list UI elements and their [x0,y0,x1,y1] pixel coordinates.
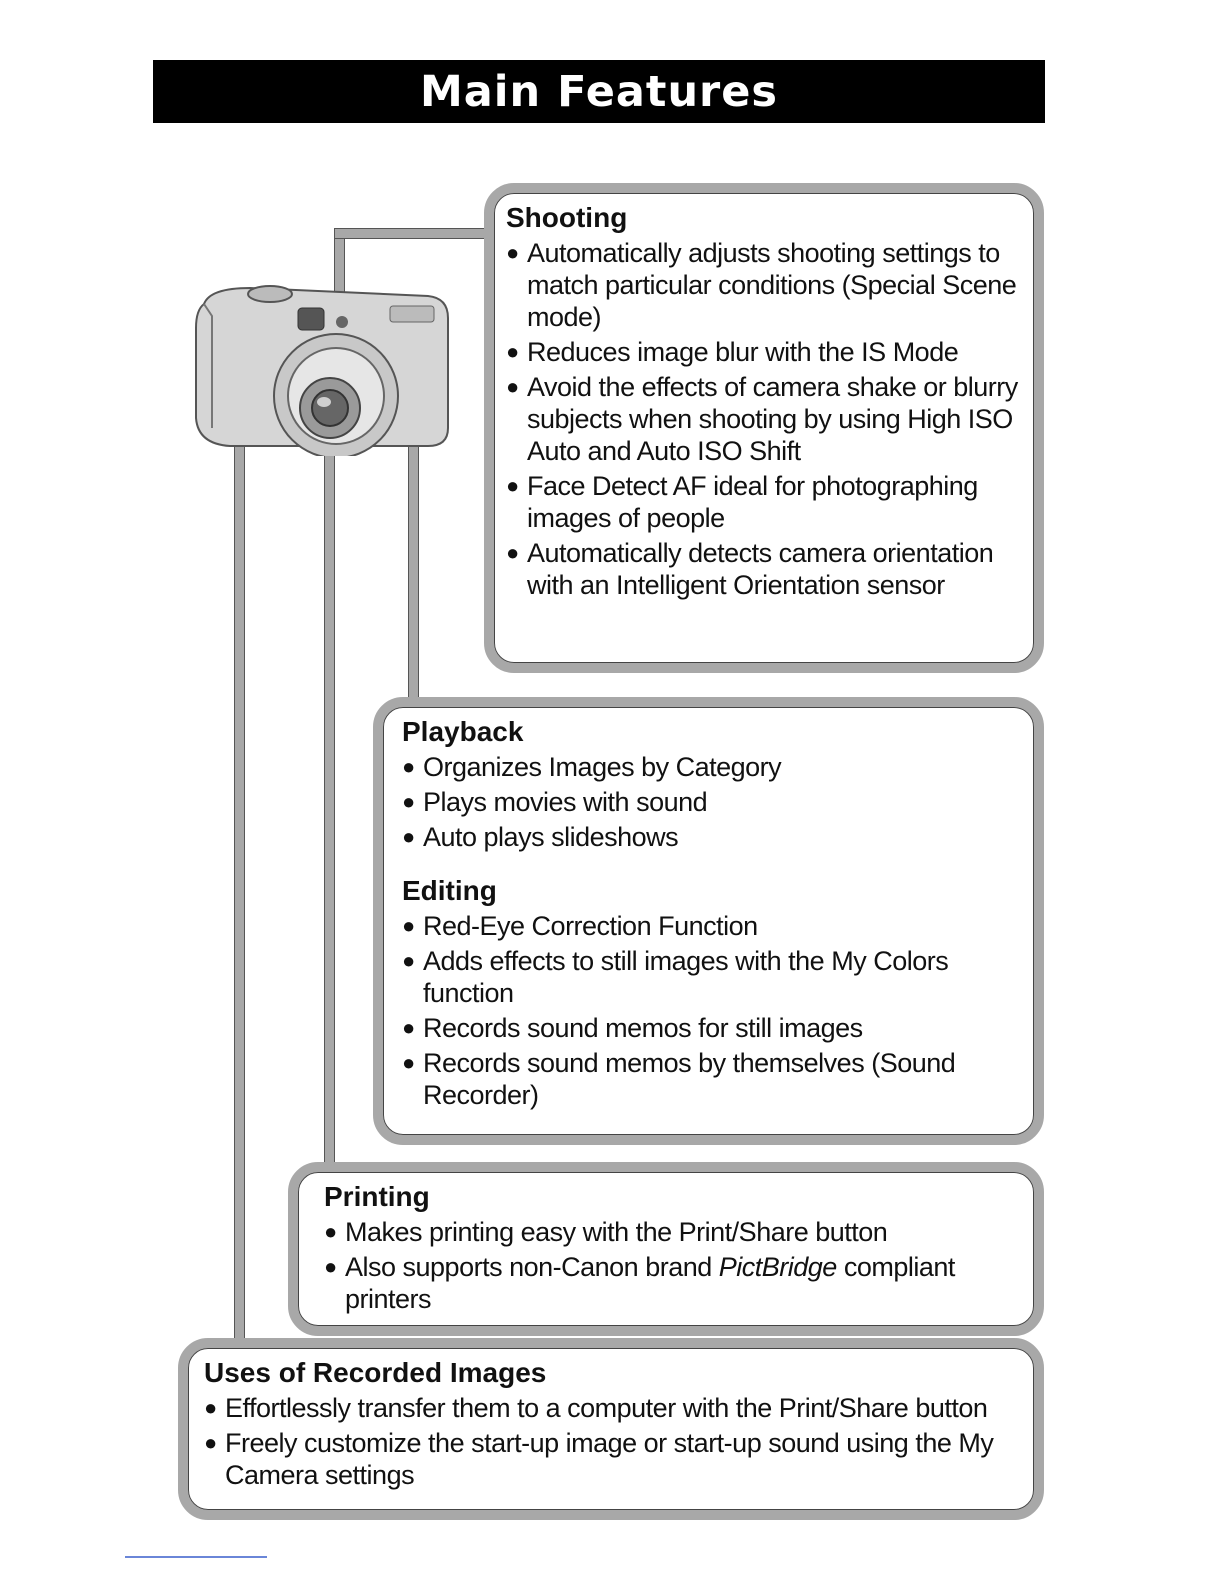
uses-heading: Uses of Recorded Images [204,1357,547,1388]
list-item: Avoid the effects of camera shake or blu… [506,371,1020,467]
shooting-box: Shooting Automatically adjusts shooting … [484,183,1044,673]
uses-list: Effortlessly transfer them to a computer… [204,1392,1020,1491]
pictbridge-italic: PictBridge [718,1252,838,1282]
list-item: Reduces image blur with the IS Mode [506,336,1020,368]
list-item: Records sound memos by themselves (Sound… [402,1047,1020,1111]
list-item: Organizes Images by Category [402,751,1020,783]
list-item: Red-Eye Correction Function [402,910,1020,942]
camera-icon [195,285,449,456]
shooting-heading: Shooting [506,202,628,233]
printing-list: Makes printing easy with the Print/Share… [324,1216,1020,1315]
list-item: Freely customize the start-up image or s… [204,1427,1020,1491]
connector-shooting-horizontal [334,228,494,239]
list-item: Effortlessly transfer them to a computer… [204,1392,1020,1424]
playback-editing-box: Playback Organizes Images by Category Pl… [373,697,1044,1145]
printing-box: Printing Makes printing easy with the Pr… [288,1162,1044,1336]
pictbridge-text-after: compliant printers [345,1252,955,1314]
footer-rule [125,1556,267,1558]
list-item: Adds effects to still images with the My… [402,945,1020,1009]
list-item: Auto plays slideshows [402,821,1020,853]
list-item: Plays movies with sound [402,786,1020,818]
pictbridge-text-before: Also supports non-Canon brand [345,1252,719,1282]
connector-uses [234,440,245,1350]
list-item: Automatically adjusts shooting settings … [506,237,1020,333]
connector-playback [408,445,419,710]
editing-list: Red-Eye Correction Function Adds effects… [402,910,1020,1111]
list-item: Makes printing easy with the Print/Share… [324,1216,1020,1248]
list-item: Automatically detects camera orientation… [506,537,1020,601]
printing-heading: Printing [324,1181,430,1212]
connector-printing [324,445,335,1175]
list-item: Records sound memos for still images [402,1012,1020,1044]
playback-heading: Playback [402,716,524,747]
uses-box: Uses of Recorded Images Effortlessly tra… [178,1338,1044,1520]
list-item: Also supports non-Canon brand PictBridge… [324,1251,1020,1315]
playback-list: Organizes Images by Category Plays movie… [402,751,1020,853]
shooting-list: Automatically adjusts shooting settings … [506,237,1020,601]
editing-heading: Editing [402,875,497,906]
page-title: Main Features [153,60,1045,123]
list-item: Face Detect AF ideal for photographing i… [506,470,1020,534]
